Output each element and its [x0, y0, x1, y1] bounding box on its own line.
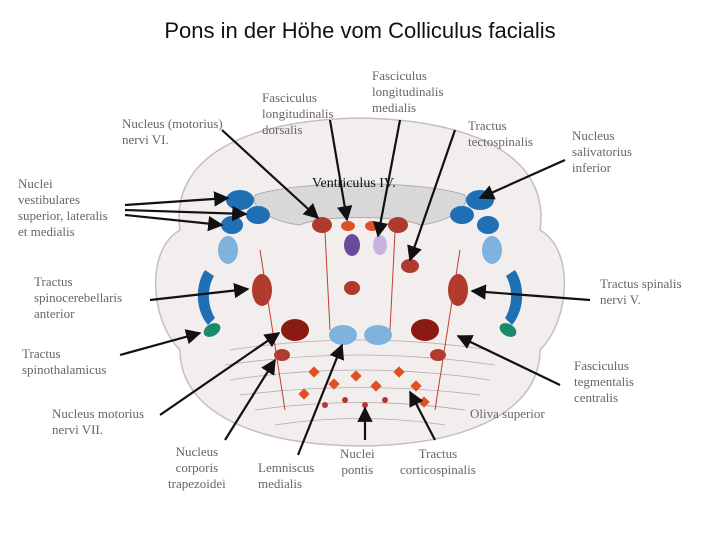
facial-nucleus-left [281, 319, 309, 341]
label-nucleus-corporis: Nucleus corporis trapezoidei [168, 444, 226, 491]
tectospinal-right [401, 259, 419, 273]
label-nuclei-vestibulares: Nuclei vestibulares superior, lateralis … [18, 176, 108, 239]
label-fasciculus-tegmentalis: Fasciculus tegmentalis centralis [574, 358, 634, 405]
lemniscus-left [329, 325, 357, 345]
abducens-right [388, 217, 408, 233]
flm-dorsalis-left [341, 221, 355, 231]
flm-dorsalis-right [365, 221, 379, 231]
spinocerebellar-right [505, 270, 523, 325]
label-tractus-spinocerebellaris: Tractus spinocerebellaris anterior [34, 274, 123, 321]
label-oliva-superior: Oliva superior [470, 406, 545, 421]
label-tractus-spinalis-v: Tractus spinalis nervi V. [600, 276, 682, 307]
spinocerebellar-left [197, 270, 215, 325]
superior-olive-left [274, 349, 290, 361]
label-flm-medialis: Fasciculus longitudinalis medialis [372, 68, 444, 115]
spinothalamic-left [203, 323, 221, 337]
lateral-light-right [482, 236, 502, 264]
pointer-arrows [119, 119, 591, 456]
label-tractus-tectospinalis: Tractus tectospinalis [468, 118, 533, 149]
spinothalamic-right [499, 323, 517, 337]
spinal-v-left [252, 274, 272, 306]
label-ventriculus: Ventriculus IV. [312, 176, 396, 191]
lateral-light-left [218, 236, 238, 264]
spinal-v-right [448, 274, 468, 306]
diagram-title: Pons in der Höhe vom Colliculus facialis [164, 18, 556, 43]
label-flm-dorsalis: Fasciculus longitudinalis dorsalis [262, 90, 334, 137]
superior-olive-right [430, 349, 446, 361]
tectospinal-left [344, 281, 360, 295]
label-nucleus-motorius-vi: Nucleus (motorius) nervi VI. [122, 116, 223, 147]
label-nucleus-motorius-vii: Nucleus motorius nervi VII. [52, 406, 145, 437]
abducens-left [312, 217, 332, 233]
vestibular-nuclei-left [221, 190, 270, 234]
label-tractus-corticospinalis: Tractus corticospinalis [400, 446, 476, 477]
label-nuclei-pontis: Nuclei pontis [340, 446, 375, 477]
pons-outline [154, 117, 566, 447]
facial-nucleus-right [411, 319, 439, 341]
label-tractus-spinothalamicus: Tractus spinothalamicus [22, 346, 107, 377]
lemniscus-right [364, 325, 392, 345]
tract-lines [259, 231, 461, 411]
label-nucleus-salivatorius: Nucleus salivatorius inferior [572, 128, 632, 175]
flm-medialis-left [344, 234, 360, 256]
flm-medialis-right [373, 235, 387, 255]
label-lemniscus-medialis: Lemniscus medialis [258, 460, 315, 491]
